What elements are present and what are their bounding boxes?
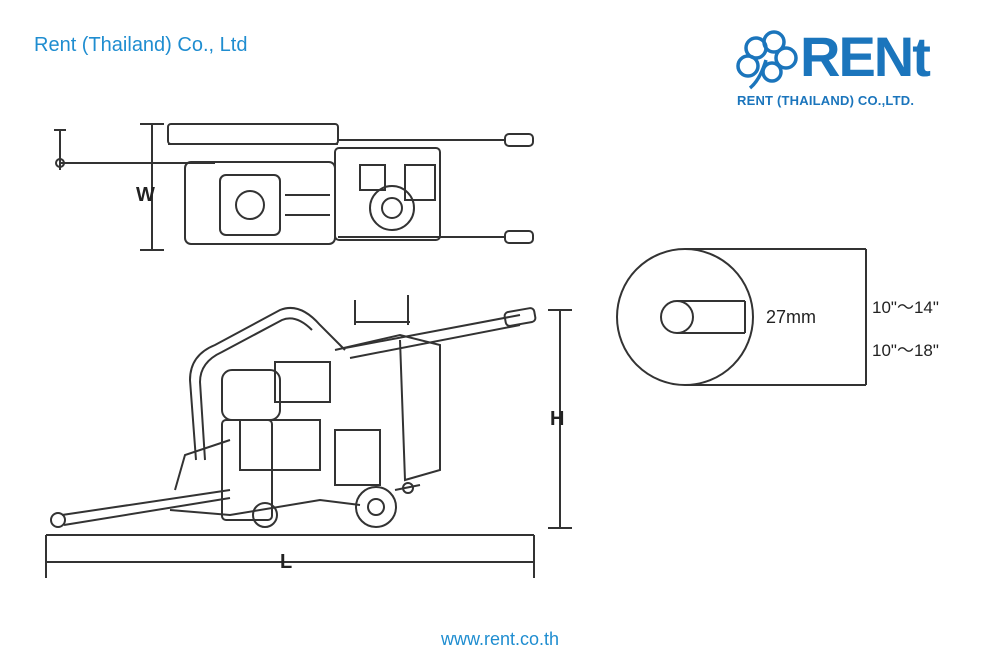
blade-diagram — [616, 248, 867, 386]
bore-diameter-label: 27mm — [766, 307, 817, 327]
website-url[interactable]: www.rent.co.th — [440, 629, 560, 649]
width-dimension-label: W — [136, 184, 155, 206]
side-view — [45, 295, 572, 578]
logo-subtitle: RENT (THAILAND) CO.,LTD. — [737, 93, 915, 108]
height-dimension-label: H — [550, 408, 565, 430]
blade-size-label-2: 10"～18" — [872, 341, 939, 360]
company-name: Rent (Thailand) Co., Ltd — [34, 34, 248, 56]
top-view — [54, 123, 534, 251]
length-dimension-label: L — [280, 551, 293, 573]
blade-size-label-1: 10"～14" — [872, 298, 939, 317]
logo-wordmark: RENt — [800, 25, 931, 88]
